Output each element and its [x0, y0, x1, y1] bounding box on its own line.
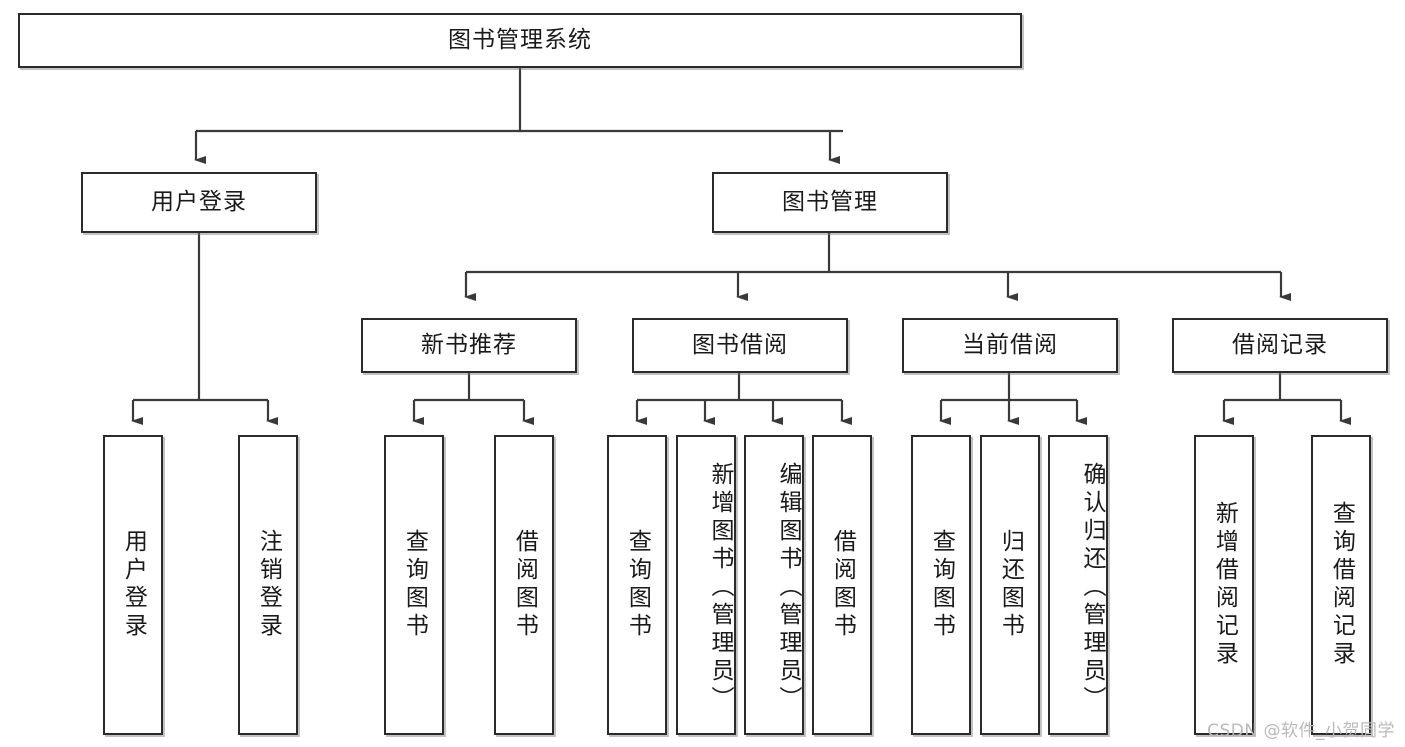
- node-leaf-user-login[interactable]: 用户登录: [103, 435, 163, 735]
- node-leaf-query-book-2[interactable]: 查询图书: [607, 435, 667, 735]
- node-current-borrow[interactable]: 当前借阅: [902, 318, 1118, 373]
- node-book-borrow[interactable]: 图书借阅: [632, 318, 848, 373]
- node-leaf-logout-login[interactable]: 注销登录: [238, 435, 298, 735]
- node-leaf-query-book-3[interactable]: 查询图书: [911, 435, 971, 735]
- node-label: 查询借阅记录: [1328, 501, 1355, 669]
- node-label: 查询图书: [928, 529, 955, 641]
- node-label: 借阅图书: [829, 529, 856, 641]
- node-leaf-query-borrow-record[interactable]: 查询借阅记录: [1311, 435, 1371, 735]
- node-label: 借阅图书: [511, 529, 538, 641]
- node-user-login[interactable]: 用户登录: [81, 172, 317, 233]
- node-leaf-borrow-book-2[interactable]: 借阅图书: [812, 435, 872, 735]
- node-label: 查询图书: [401, 529, 428, 641]
- node-label: 用户登录: [151, 188, 247, 215]
- node-label: 用户登录: [120, 529, 147, 641]
- node-label: 图书借阅: [692, 331, 788, 358]
- node-root-system[interactable]: 图书管理系统: [18, 13, 1022, 68]
- node-label: 编辑图书（管理员）: [775, 462, 801, 714]
- node-label: 借阅记录: [1232, 331, 1328, 358]
- csdn-watermark: CSDN @软件_小贺同学: [1207, 721, 1395, 741]
- node-leaf-add-book[interactable]: 新增图书（管理员）: [676, 435, 736, 735]
- node-label: 新增图书（管理员）: [707, 462, 733, 714]
- node-label: 图书管理系统: [448, 26, 592, 53]
- node-leaf-edit-book[interactable]: 编辑图书（管理员）: [744, 435, 804, 735]
- node-leaf-confirm-return[interactable]: 确认归还（管理员）: [1048, 435, 1108, 735]
- node-leaf-borrow-book-1[interactable]: 借阅图书: [494, 435, 554, 735]
- node-label: 新增借阅记录: [1211, 501, 1238, 669]
- node-new-book-recommend[interactable]: 新书推荐: [361, 318, 577, 373]
- node-leaf-return-book[interactable]: 归还图书: [980, 435, 1040, 735]
- node-label: 归还图书: [997, 529, 1024, 641]
- node-label: 注销登录: [255, 529, 282, 641]
- node-label: 新书推荐: [421, 331, 517, 358]
- node-label: 查询图书: [624, 529, 651, 641]
- node-label: 图书管理: [782, 188, 878, 215]
- node-label: 当前借阅: [962, 331, 1058, 358]
- node-book-manage[interactable]: 图书管理: [712, 172, 948, 233]
- node-label: 确认归还（管理员）: [1079, 462, 1105, 714]
- node-borrow-record[interactable]: 借阅记录: [1172, 318, 1388, 373]
- node-leaf-add-borrow-record[interactable]: 新增借阅记录: [1194, 435, 1254, 735]
- node-leaf-query-book-1[interactable]: 查询图书: [384, 435, 444, 735]
